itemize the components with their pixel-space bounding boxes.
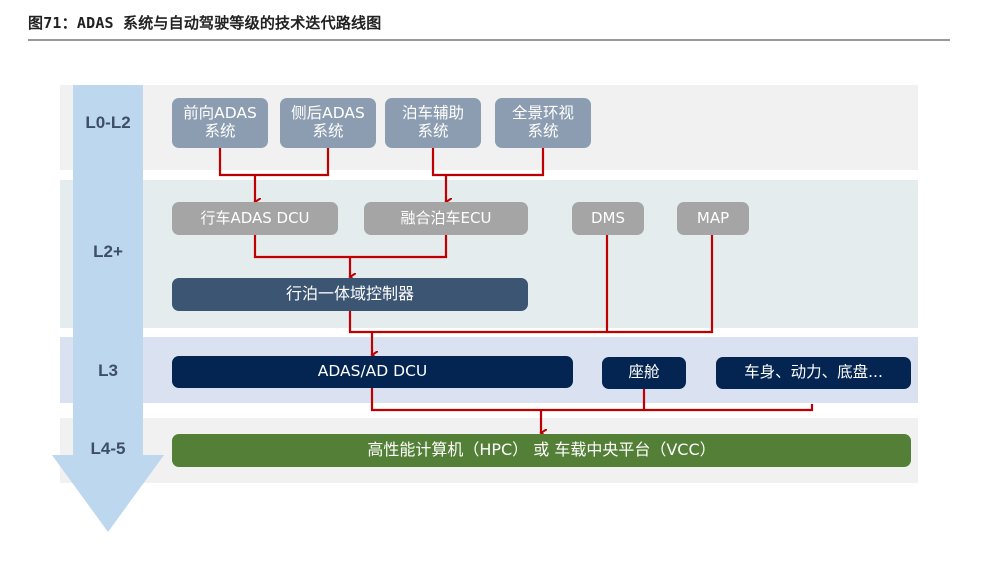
central-computing-platform-box: 高性能计算机（HPC） 或 车载中央平台（VCC） xyxy=(172,434,911,467)
box-label-line2: 系统 xyxy=(417,122,449,140)
cockpit-box: 座舱 xyxy=(602,357,686,389)
box-label-line2: 系统 xyxy=(527,122,559,140)
body-powertrain-chassis-box: 车身、动力、底盘... xyxy=(716,357,911,389)
integrated-domain-controller-box: 行泊一体域控制器 xyxy=(172,278,528,311)
surround-view-system-box: 全景环视系统 xyxy=(495,98,591,148)
level-label-l2-plus: L2+ xyxy=(93,242,123,261)
fusion-parking-ecu-box: 融合泊车ECU xyxy=(364,202,528,235)
driving-adas-dcu-box: 行车ADAS DCU xyxy=(172,202,338,235)
adas-ad-dcu-box: ADAS/AD DCU xyxy=(172,356,573,388)
connector-l3-boxes xyxy=(370,388,814,412)
connector-dcu-ecu xyxy=(253,235,448,259)
box-label-line1: 侧后ADAS xyxy=(291,104,365,123)
box-label-line1: 全景环视 xyxy=(511,104,574,123)
level-label-l3: L3 xyxy=(98,361,118,380)
level-label-l4-5: L4-5 xyxy=(90,439,126,458)
box-label-line2: 系统 xyxy=(204,122,236,140)
level-arrow-shape xyxy=(52,85,164,532)
map-box: MAP xyxy=(677,202,749,235)
connector-front-side-adas xyxy=(218,148,330,177)
figure-title: 图71：ADAS 系统与自动驾驶等级的技术迭代路线图 xyxy=(28,14,382,32)
title-rule xyxy=(28,39,950,41)
box-label-line2: 系统 xyxy=(312,122,344,140)
level-label-l0-l2: L0-L2 xyxy=(85,113,131,132)
connector-domain-dms-map xyxy=(348,235,714,334)
box-label-line1: 泊车辅助 xyxy=(401,104,464,123)
connector-parking-surround xyxy=(431,148,545,177)
parking-assist-system-box: 泊车辅助系统 xyxy=(385,98,481,148)
box-label-line1: 前向ADAS xyxy=(183,104,257,123)
dms-box: DMS xyxy=(572,202,644,235)
